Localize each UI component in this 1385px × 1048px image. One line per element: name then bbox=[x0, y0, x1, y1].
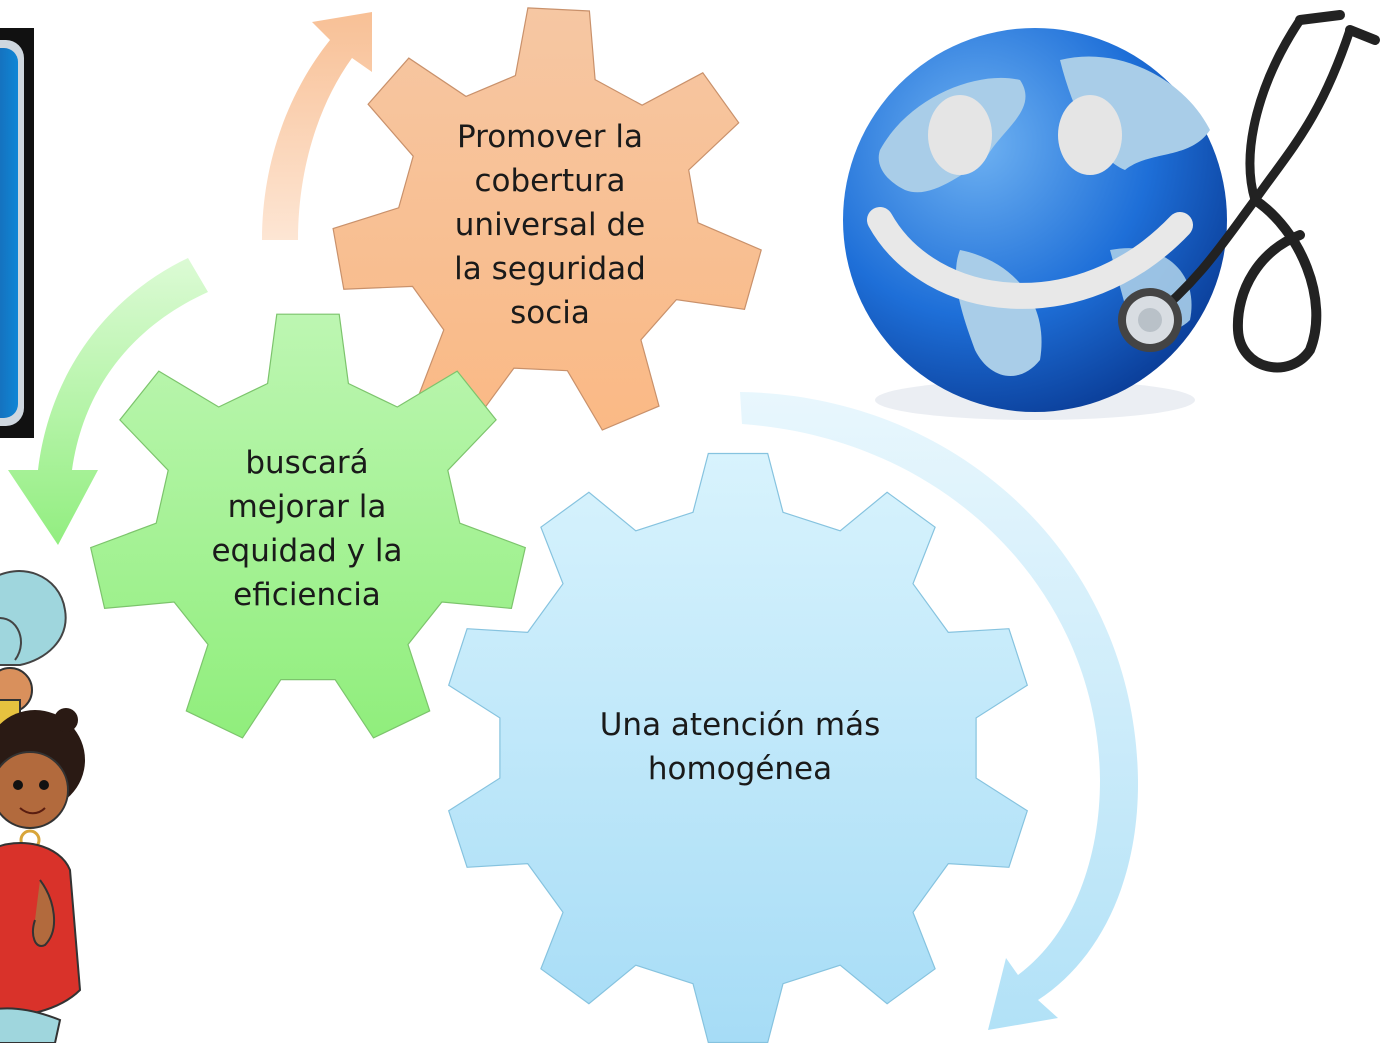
blue-panel-icon bbox=[0, 28, 34, 438]
arrow-orange bbox=[262, 12, 372, 240]
gear-orange bbox=[332, 7, 762, 431]
globe-stethoscope-icon bbox=[843, 10, 1380, 420]
arrow-blue bbox=[740, 392, 1139, 1030]
gear-blue bbox=[447, 452, 1029, 1044]
children-icon bbox=[0, 570, 85, 1044]
arrow-green bbox=[8, 258, 208, 545]
gear-green bbox=[89, 313, 527, 739]
